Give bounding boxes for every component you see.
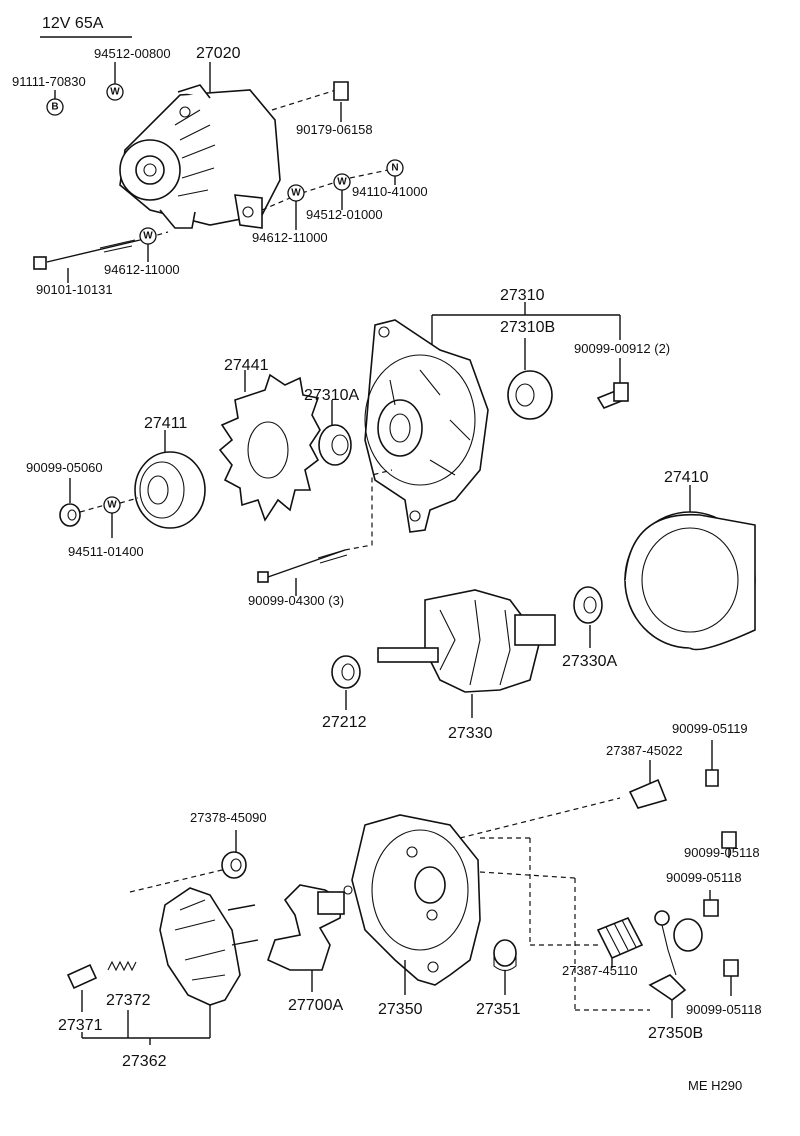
stator-27410	[624, 511, 756, 651]
label-90099-05118-c: 90099-05118	[686, 1002, 762, 1017]
label-27350B: 27350B	[648, 1025, 703, 1042]
label-27310A: 27310A	[304, 387, 359, 404]
label-94511-01400: 94511-01400	[68, 544, 144, 559]
through-bolt-head	[33, 256, 47, 270]
badge-n-94110-41000: N	[386, 159, 404, 177]
svg-text:B: B	[51, 102, 58, 113]
svg-text:W: W	[110, 87, 120, 98]
drive-end-frame	[364, 319, 489, 533]
label-90099-00912: 90099-00912 (2)	[574, 341, 670, 356]
label-94110-41000: 94110-41000	[352, 184, 428, 199]
badge-w-94612-11000-bolt: W	[139, 227, 157, 245]
spring-27372	[107, 960, 137, 972]
badge-w-94612-11000-top: W	[287, 184, 305, 202]
label-91111-70830: 91111-70830	[12, 74, 86, 89]
label-27372: 27372	[106, 992, 151, 1009]
nut-90099-05118-c	[723, 959, 739, 977]
diagram-code: ME H290	[688, 1078, 742, 1093]
label-27351: 27351	[476, 1001, 521, 1018]
label-90101-10131: 90101-10131	[36, 282, 113, 297]
bearing-27330a	[573, 586, 603, 624]
svg-text:W: W	[107, 500, 117, 511]
collar-27212	[331, 655, 361, 689]
nut-90099-05119	[705, 769, 719, 787]
terminal-27350b	[648, 910, 703, 1001]
insulator-27387-45022	[628, 778, 668, 809]
bearing-27310b	[507, 370, 553, 420]
label-27020: 27020	[196, 45, 241, 62]
badge-b-91111: B	[46, 98, 64, 116]
badge-w-94511-01400: W	[103, 496, 121, 514]
label-94612-11000-top: 94612-11000	[252, 230, 328, 245]
bushing-27378-45090	[221, 851, 247, 879]
screw-90099-00912	[596, 382, 629, 409]
spacer-27351	[493, 939, 517, 972]
svg-text:W: W	[291, 188, 301, 199]
svg-text:W: W	[143, 231, 153, 242]
label-27310B: 27310B	[500, 319, 555, 336]
label-27362: 27362	[122, 1053, 167, 1070]
label-27441: 27441	[224, 357, 269, 374]
label-90099-05119: 90099-05119	[672, 721, 748, 736]
pulley-27411	[134, 451, 206, 529]
label-27410: 27410	[664, 469, 709, 486]
label-27350: 27350	[378, 1001, 423, 1018]
stud-90099-04300	[267, 549, 346, 578]
nut-90099-05118-a	[721, 831, 737, 849]
label-90099-05118-a: 90099-05118	[684, 845, 760, 860]
badge-w-94512-01000: W	[333, 173, 351, 191]
voltage-amperage-spec: 12V 65A	[42, 15, 104, 32]
collar-27310a	[318, 424, 352, 466]
terminal-nut-part	[333, 81, 349, 101]
label-90099-04300: 90099-04300 (3)	[248, 593, 344, 608]
label-27387-45022: 27387-45022	[606, 743, 683, 758]
alternator-assembly	[119, 84, 281, 229]
label-27371: 27371	[58, 1017, 103, 1034]
label-27330A: 27330A	[562, 653, 617, 670]
label-27387-45110: 27387-45110	[562, 963, 638, 978]
label-27212: 27212	[322, 714, 367, 731]
brush-holder-27700a	[267, 884, 345, 971]
fan-27441	[218, 373, 321, 522]
label-27310: 27310	[500, 287, 545, 304]
label-90099-05118-b: 90099-05118	[666, 870, 742, 885]
rear-end-frame-27350	[343, 814, 481, 986]
label-27378-45090: 27378-45090	[190, 810, 267, 825]
label-27700A: 27700A	[288, 997, 343, 1014]
label-94512-00800: 94512-00800	[94, 46, 171, 61]
insulator-27387-45110	[596, 916, 644, 960]
spacer-90099-05060	[59, 503, 81, 527]
label-27330: 27330	[448, 725, 493, 742]
label-90179-06158: 90179-06158	[296, 122, 373, 137]
rotor-27330	[377, 589, 556, 693]
svg-text:N: N	[391, 163, 398, 174]
label-90099-05060: 90099-05060	[26, 460, 103, 475]
label-94512-01000: 94512-01000	[306, 207, 383, 222]
through-bolt-shank	[46, 239, 141, 263]
label-94612-11000-bolt: 94612-11000	[104, 262, 180, 277]
label-27411: 27411	[144, 415, 187, 432]
badge-w-94512-00800: W	[106, 83, 124, 101]
brush-27371	[66, 963, 98, 990]
nut-90099-05118-b	[703, 899, 719, 917]
svg-text:W: W	[337, 177, 347, 188]
rectifier-holder-27362	[159, 887, 259, 1006]
